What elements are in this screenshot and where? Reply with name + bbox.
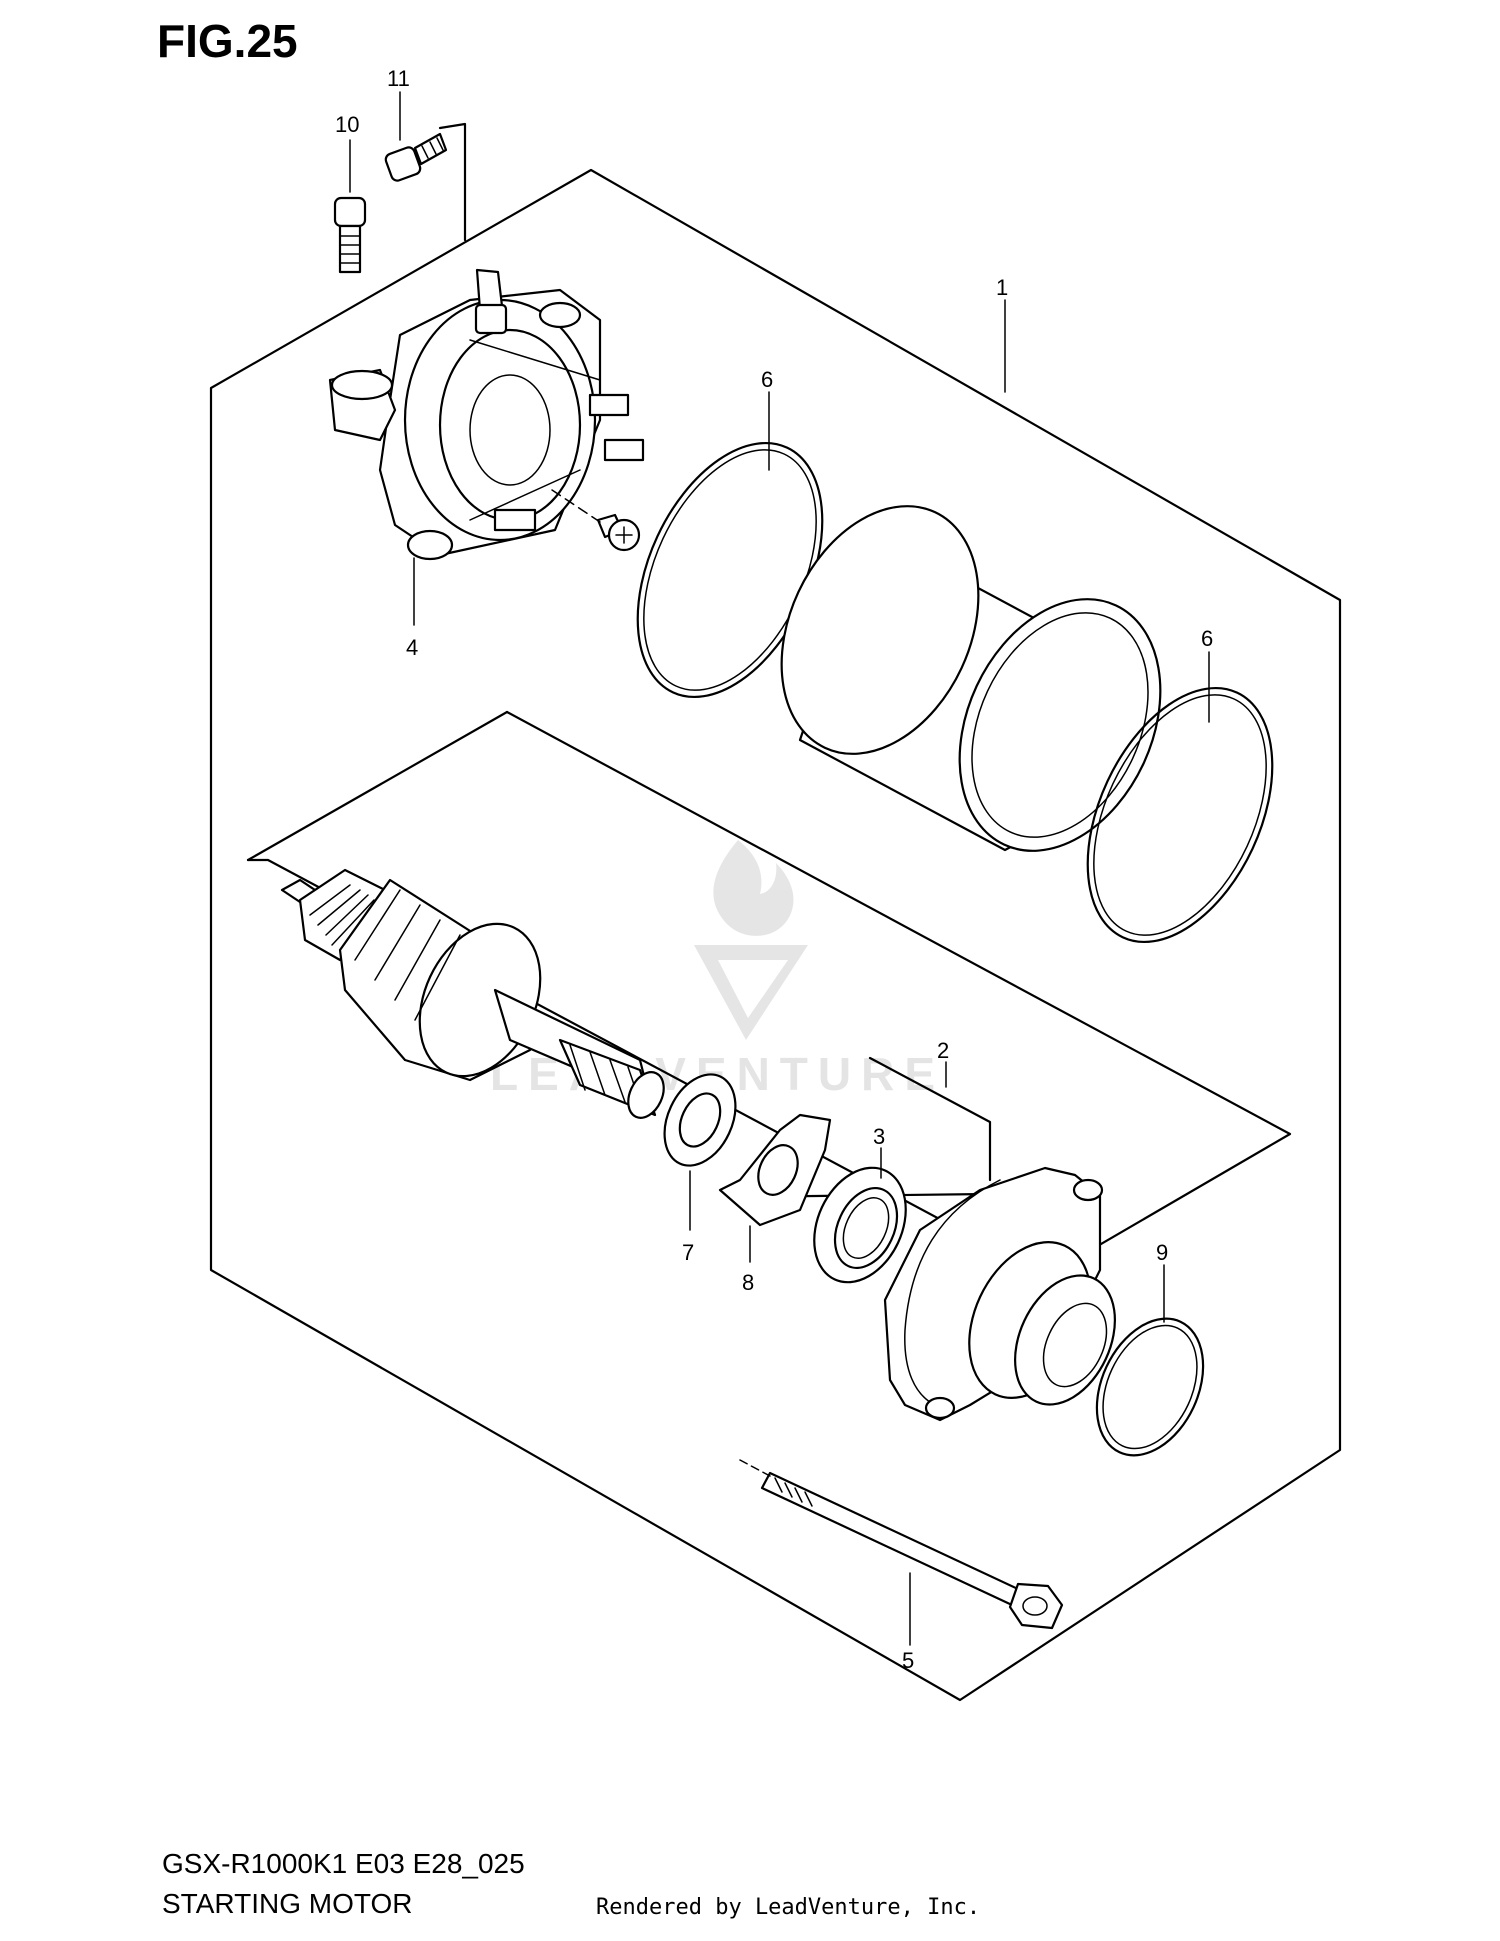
assembly-outline	[209, 168, 1342, 1702]
callout-11: 11	[387, 66, 410, 91]
yoke-housing	[780, 505, 1162, 852]
rendered-by-credit: Rendered by LeadVenture, Inc.	[596, 1895, 981, 1920]
front-housing-group-outline	[868, 1056, 992, 1182]
callout-4: 4	[406, 635, 418, 660]
bolt-11-bracket	[438, 122, 467, 242]
callout-8: 8	[742, 1270, 754, 1295]
callout-7: 7	[682, 1240, 694, 1265]
figure-title: FIG.25	[157, 15, 298, 67]
callout-6b: 6	[1201, 626, 1213, 651]
lock-washer-8	[718, 1113, 832, 1227]
callout-5: 5	[902, 1648, 914, 1673]
rear-housing	[328, 268, 645, 561]
callout-6a: 6	[761, 367, 773, 392]
o-ring-6-lower	[1086, 686, 1274, 944]
bolt-11	[384, 132, 448, 182]
small-screw	[551, 489, 641, 552]
figure-name: STARTING MOTOR	[162, 1888, 413, 1919]
armature-group-outline-left	[246, 710, 509, 862]
through-bolt-5	[739, 1459, 1064, 1630]
front-housing-2	[883, 1166, 1116, 1422]
callout-1: 1	[996, 275, 1008, 300]
washer-7	[663, 1073, 737, 1167]
o-ring-9	[1095, 1317, 1205, 1457]
callout-3: 3	[873, 1124, 885, 1149]
watermark-logo	[694, 840, 808, 1040]
model-code: GSX-R1000K1 E03 E28_025	[162, 1848, 525, 1879]
bolt-10	[333, 196, 367, 274]
armature	[280, 868, 665, 1119]
callout-2: 2	[937, 1038, 949, 1063]
oil-seal-3	[813, 1166, 907, 1284]
callout-9: 9	[1156, 1240, 1168, 1265]
callout-10: 10	[335, 112, 359, 137]
